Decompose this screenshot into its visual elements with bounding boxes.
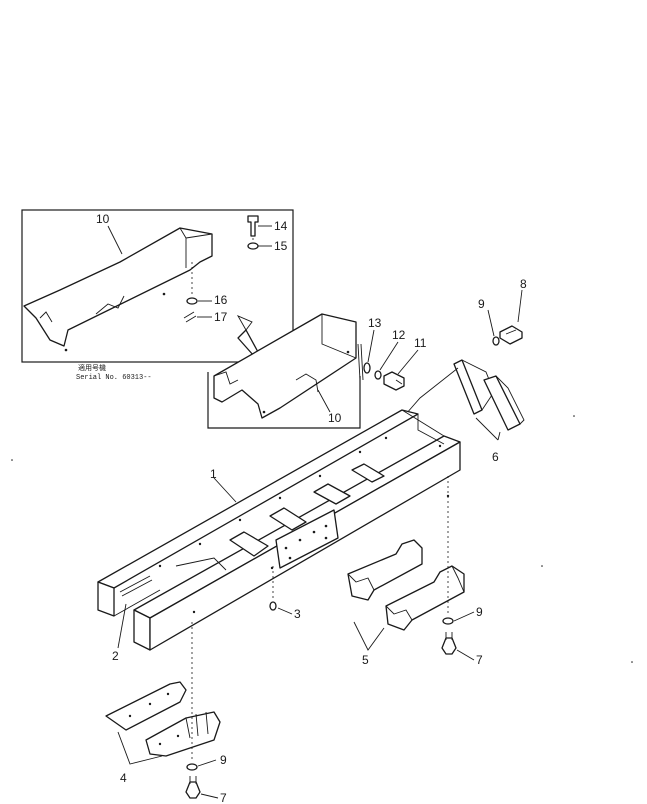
callout-4: 4 [120, 771, 127, 785]
callout-14: 14 [274, 219, 288, 233]
main-frame-part-1: 1 2 [97, 409, 461, 663]
cover-detail-frame [207, 372, 361, 429]
callout-9-left: 9 [220, 753, 227, 767]
bolt-group-11-13: 13 12 11 [357, 316, 427, 391]
bracket-part-4: 4 [105, 681, 221, 785]
callout-1: 1 [210, 467, 217, 481]
callout-6: 6 [492, 450, 499, 464]
callout-9-top: 9 [478, 297, 485, 311]
callout-7-left: 7 [220, 791, 227, 804]
callout-3: 3 [294, 607, 301, 621]
bracket-part-6: 6 [405, 359, 525, 464]
washer-3: 3 [269, 566, 301, 621]
callout-16: 16 [214, 293, 228, 307]
callout-10-inset: 10 [96, 212, 110, 226]
left-rail-end [97, 581, 115, 617]
inset-note-jp: 適用号機 [78, 363, 106, 373]
callout-9-right: 9 [476, 605, 483, 619]
callout-12: 12 [392, 328, 406, 342]
callout-13: 13 [368, 316, 382, 330]
side-plate [275, 509, 339, 569]
callout-10: 10 [328, 411, 342, 425]
callout-5: 5 [362, 653, 369, 667]
callout-15: 15 [274, 239, 288, 253]
inset-hardware [183, 215, 259, 323]
inset-note-serial: Serial No. 60313-- [76, 374, 152, 382]
callout-8: 8 [520, 277, 527, 291]
cover-part [213, 313, 357, 419]
inset-leaders [107, 225, 272, 318]
callout-7-right: 7 [476, 653, 483, 667]
inset-frame [21, 209, 294, 363]
callout-2: 2 [112, 649, 119, 663]
inset-cover-part [23, 227, 213, 352]
bolt-group-7-9-left: 9 7 [185, 622, 227, 804]
callout-11: 11 [414, 336, 427, 350]
inset-panel: 10 14 15 16 17 適用号機 Serial No. 60313-- [21, 209, 294, 382]
cover-detail-panel: 10 [207, 313, 361, 429]
callout-17: 17 [214, 310, 228, 324]
bolt-group-7-9-right: 9 7 [441, 476, 483, 667]
bracket-part-5: 5 [347, 539, 465, 667]
bolt-group-8-9: 8 9 [478, 277, 527, 346]
